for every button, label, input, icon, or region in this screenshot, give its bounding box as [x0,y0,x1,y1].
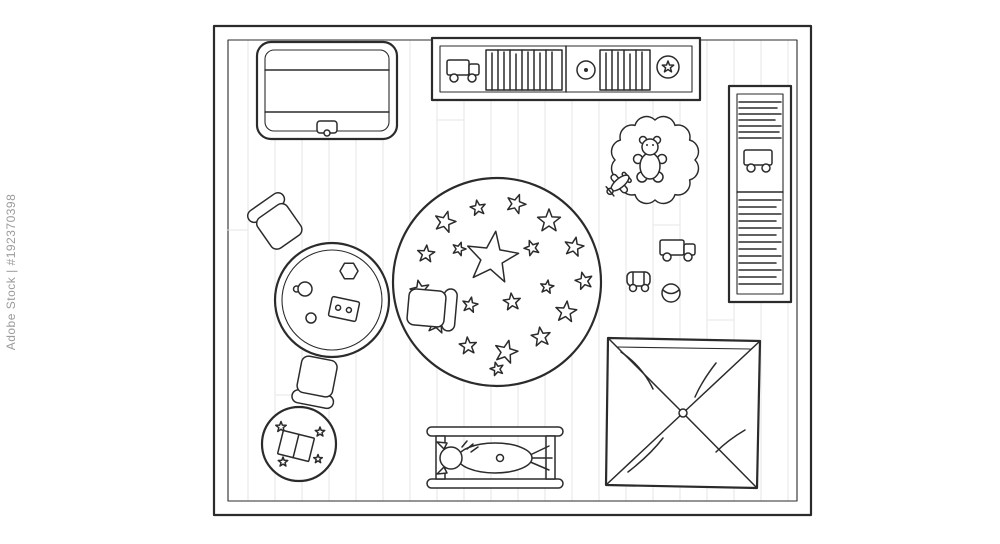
cup-icon [297,281,313,297]
toy-truck-floor-icon [659,239,696,262]
side-bookshelf [727,84,793,304]
ball-floor-icon [661,283,681,303]
book-stack-bottom [738,199,782,285]
toy-truck-icon [446,59,480,83]
flower-rug [605,115,700,205]
open-book-icon [277,429,315,463]
tabletop-items [292,262,361,324]
record-toy-icon [576,60,596,80]
play-tent [604,336,762,490]
toy-car-icon [626,271,651,293]
book-row-left [485,49,563,91]
chair [406,288,458,332]
pouf [260,405,338,483]
horse-head [439,446,463,470]
toy-chest [255,40,399,141]
wall-bookshelf [430,36,702,102]
table-and-chairs [246,192,458,410]
star-rug [391,176,603,388]
hexagon-plate [339,262,359,280]
book-stack-top [738,101,782,139]
book-row-right [599,49,651,91]
watermark-text: Adobe Stock | #192370398 [4,193,18,351]
ball-icon [656,55,680,79]
chair [291,355,338,410]
game-board-icon [327,295,361,323]
teddy-bear-icon [632,135,668,183]
toy-truck-shelf-icon [743,149,773,173]
toy-vehicles [626,239,696,303]
small-cup-icon [305,312,317,324]
tent-center-knob [678,408,688,418]
chair [246,192,303,250]
rocking-horse [426,426,564,489]
toy-plane-icon [605,171,632,197]
